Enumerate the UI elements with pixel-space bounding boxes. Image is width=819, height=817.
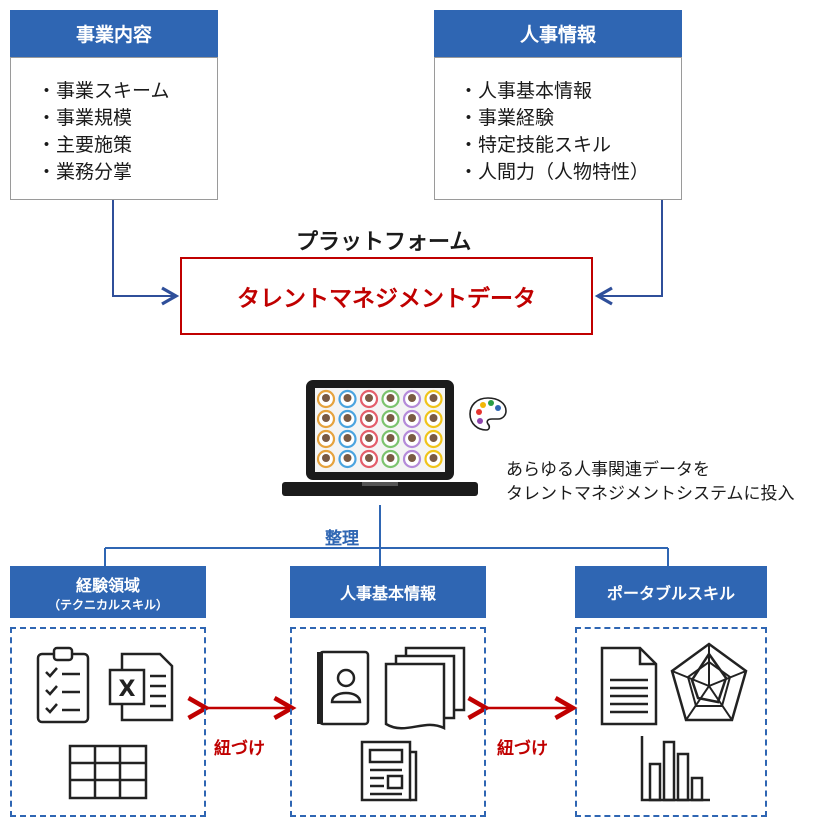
list-item: 事業経験 [459,105,681,132]
hr-info-title: 人事情報 [519,24,596,46]
bar-chart-icon [640,736,710,802]
business-content-list: 事業スキーム 事業規模 主要施策 業務分掌 [10,57,218,200]
category-hr-basic-header: 人事基本情報 [290,566,486,618]
profile-face [408,454,416,462]
link-label-left: 紐づけ [214,739,265,759]
profile-face [429,414,438,422]
list-item: 業務分掌 [37,159,217,186]
list-item: 人事基本情報 [459,78,681,105]
business-content-title: 事業内容 [75,24,152,46]
profile-face [343,454,352,462]
category-portable-skill-title: ポータブルスキル [606,584,735,603]
excel-file-icon: X [108,652,174,722]
list-item: 事業規模 [37,105,217,132]
profile-face [429,454,438,462]
profile-face [365,394,373,402]
newspaper-icon [360,740,418,802]
talent-management-data-label: タレントマネジメントデータ [237,286,536,312]
palette-icon [469,397,507,431]
category-portable-skill-header: ポータブルスキル [575,566,767,618]
profile-face [386,434,395,442]
profile-face [408,394,416,402]
radar-chart-icon [670,642,748,722]
profile-face [322,394,330,402]
organize-label: 整理 [325,529,359,549]
profile-face [322,414,330,422]
profile-face [386,414,395,422]
profile-face [365,454,373,462]
profile-face [386,394,395,402]
profile-grid [316,389,443,469]
system-caption: あらゆる人事関連データを タレントマネジメントシステムに投入 [506,458,795,506]
left-to-talent-arrow [112,200,180,306]
profile-face [322,454,330,462]
category-experience-title: 経験領域 [75,575,140,595]
document-stack-icon [384,646,466,730]
list-item: 主要施策 [37,132,217,159]
profile-face [365,434,373,442]
profile-face [365,414,373,422]
laptop-icon [282,380,478,496]
list-item: 事業スキーム [37,78,217,105]
link-label-right: 紐づけ [497,739,548,759]
profile-face [343,414,352,422]
right-to-talent-arrow [594,200,663,306]
contact-book-icon [317,650,370,726]
system-caption-line2: タレントマネジメントシステムに投入 [506,484,795,504]
profile-face [408,414,416,422]
profile-face [429,394,438,402]
hr-info-list: 人事基本情報 事業経験 特定技能スキル 人間力（人物特性） [434,57,682,200]
list-item: 人間力（人物特性） [459,159,681,186]
system-caption-line1: あらゆる人事関連データを [506,460,710,480]
table-grid-icon [68,744,148,800]
platform-title: プラットフォーム [296,230,472,255]
business-content-header: 事業内容 [10,10,218,57]
text-document-icon [600,646,658,726]
category-experience-header: 経験領域 （テクニカルスキル） [10,566,206,618]
profile-face [322,434,330,442]
category-experience-subtitle: （テクニカルスキル） [47,597,168,612]
list-item: 特定技能スキル [459,132,681,159]
category-hr-basic-title: 人事基本情報 [339,584,436,603]
profile-face [343,394,352,402]
profile-face [408,434,416,442]
clipboard-checklist-icon [36,646,90,724]
profile-face [343,434,352,442]
talent-management-data-box: タレントマネジメントデータ [180,257,593,335]
svg-text:X: X [119,677,136,702]
profile-face [429,434,438,442]
profile-face [386,454,395,462]
hr-info-header: 人事情報 [434,10,682,57]
